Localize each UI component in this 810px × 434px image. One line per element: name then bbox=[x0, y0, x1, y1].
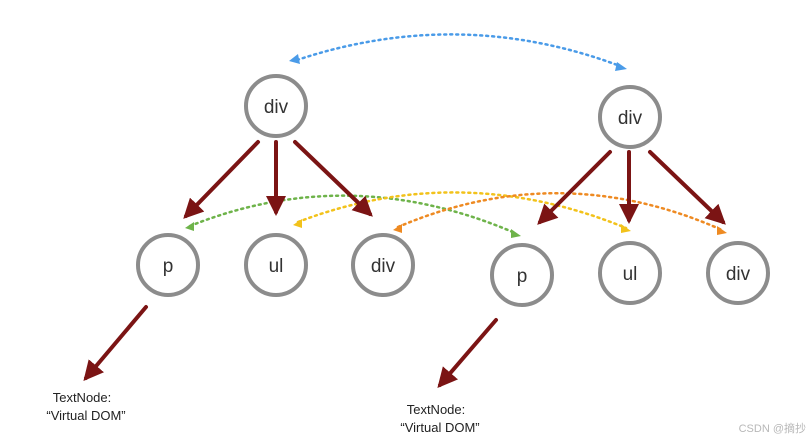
watermark: CSDN @摘抄 bbox=[739, 421, 806, 434]
tree-nodes: div div p ul div p ul div bbox=[136, 74, 770, 307]
node-left-ul: ul bbox=[244, 233, 308, 297]
textnode-right-line2: “Virtual DOM” bbox=[400, 420, 479, 434]
p-link-left-tip bbox=[185, 222, 194, 231]
edge-right-p-to-textnode bbox=[437, 318, 498, 389]
node-root-left: div bbox=[244, 74, 308, 138]
node-left-div: div bbox=[351, 233, 415, 297]
node-right-ul: ul bbox=[598, 241, 662, 305]
edge-left-div-to-p bbox=[183, 140, 260, 219]
node-right-ul-label: ul bbox=[623, 264, 638, 285]
p-link-right-tip bbox=[511, 229, 521, 238]
textnode-left-line1: TextNode: bbox=[53, 390, 112, 405]
tree-edges bbox=[83, 140, 726, 389]
node-right-div: div bbox=[706, 241, 770, 305]
node-left-p: p bbox=[136, 233, 200, 297]
edge-left-div-to-div bbox=[293, 140, 373, 217]
node-right-div-label: div bbox=[726, 264, 751, 285]
node-right-p-label: p bbox=[517, 266, 528, 287]
textnode-right-line1: TextNode: bbox=[407, 402, 466, 417]
div-compare-link bbox=[396, 192, 724, 232]
edge-right-div-to-p bbox=[537, 150, 612, 225]
ul-link-right-tip bbox=[621, 224, 631, 233]
root-compare-link bbox=[295, 33, 622, 68]
node-right-p: p bbox=[490, 243, 554, 307]
node-left-p-label: p bbox=[163, 256, 174, 277]
textnode-left-line2: “Virtual DOM” bbox=[46, 408, 125, 423]
p-compare-link bbox=[188, 194, 517, 235]
node-left-ul-label: ul bbox=[269, 256, 284, 277]
node-root-right-label: div bbox=[618, 108, 643, 129]
ul-compare-link bbox=[296, 191, 628, 230]
edge-right-div-to-div bbox=[648, 150, 726, 225]
root-link-left-tip bbox=[289, 54, 300, 64]
textnode-caption-left: TextNode: “Virtual DOM” bbox=[46, 390, 125, 423]
textnode-caption-right: TextNode: “Virtual DOM” bbox=[400, 402, 479, 434]
edge-left-p-to-textnode bbox=[83, 305, 148, 382]
node-left-div-label: div bbox=[371, 256, 396, 277]
div-link-right-tip bbox=[717, 226, 727, 235]
div-link-left-tip bbox=[393, 224, 402, 233]
ul-link-left-tip bbox=[293, 219, 302, 228]
node-root-right: div bbox=[598, 85, 662, 149]
root-link-right-tip bbox=[615, 62, 627, 71]
node-root-left-label: div bbox=[264, 97, 289, 118]
